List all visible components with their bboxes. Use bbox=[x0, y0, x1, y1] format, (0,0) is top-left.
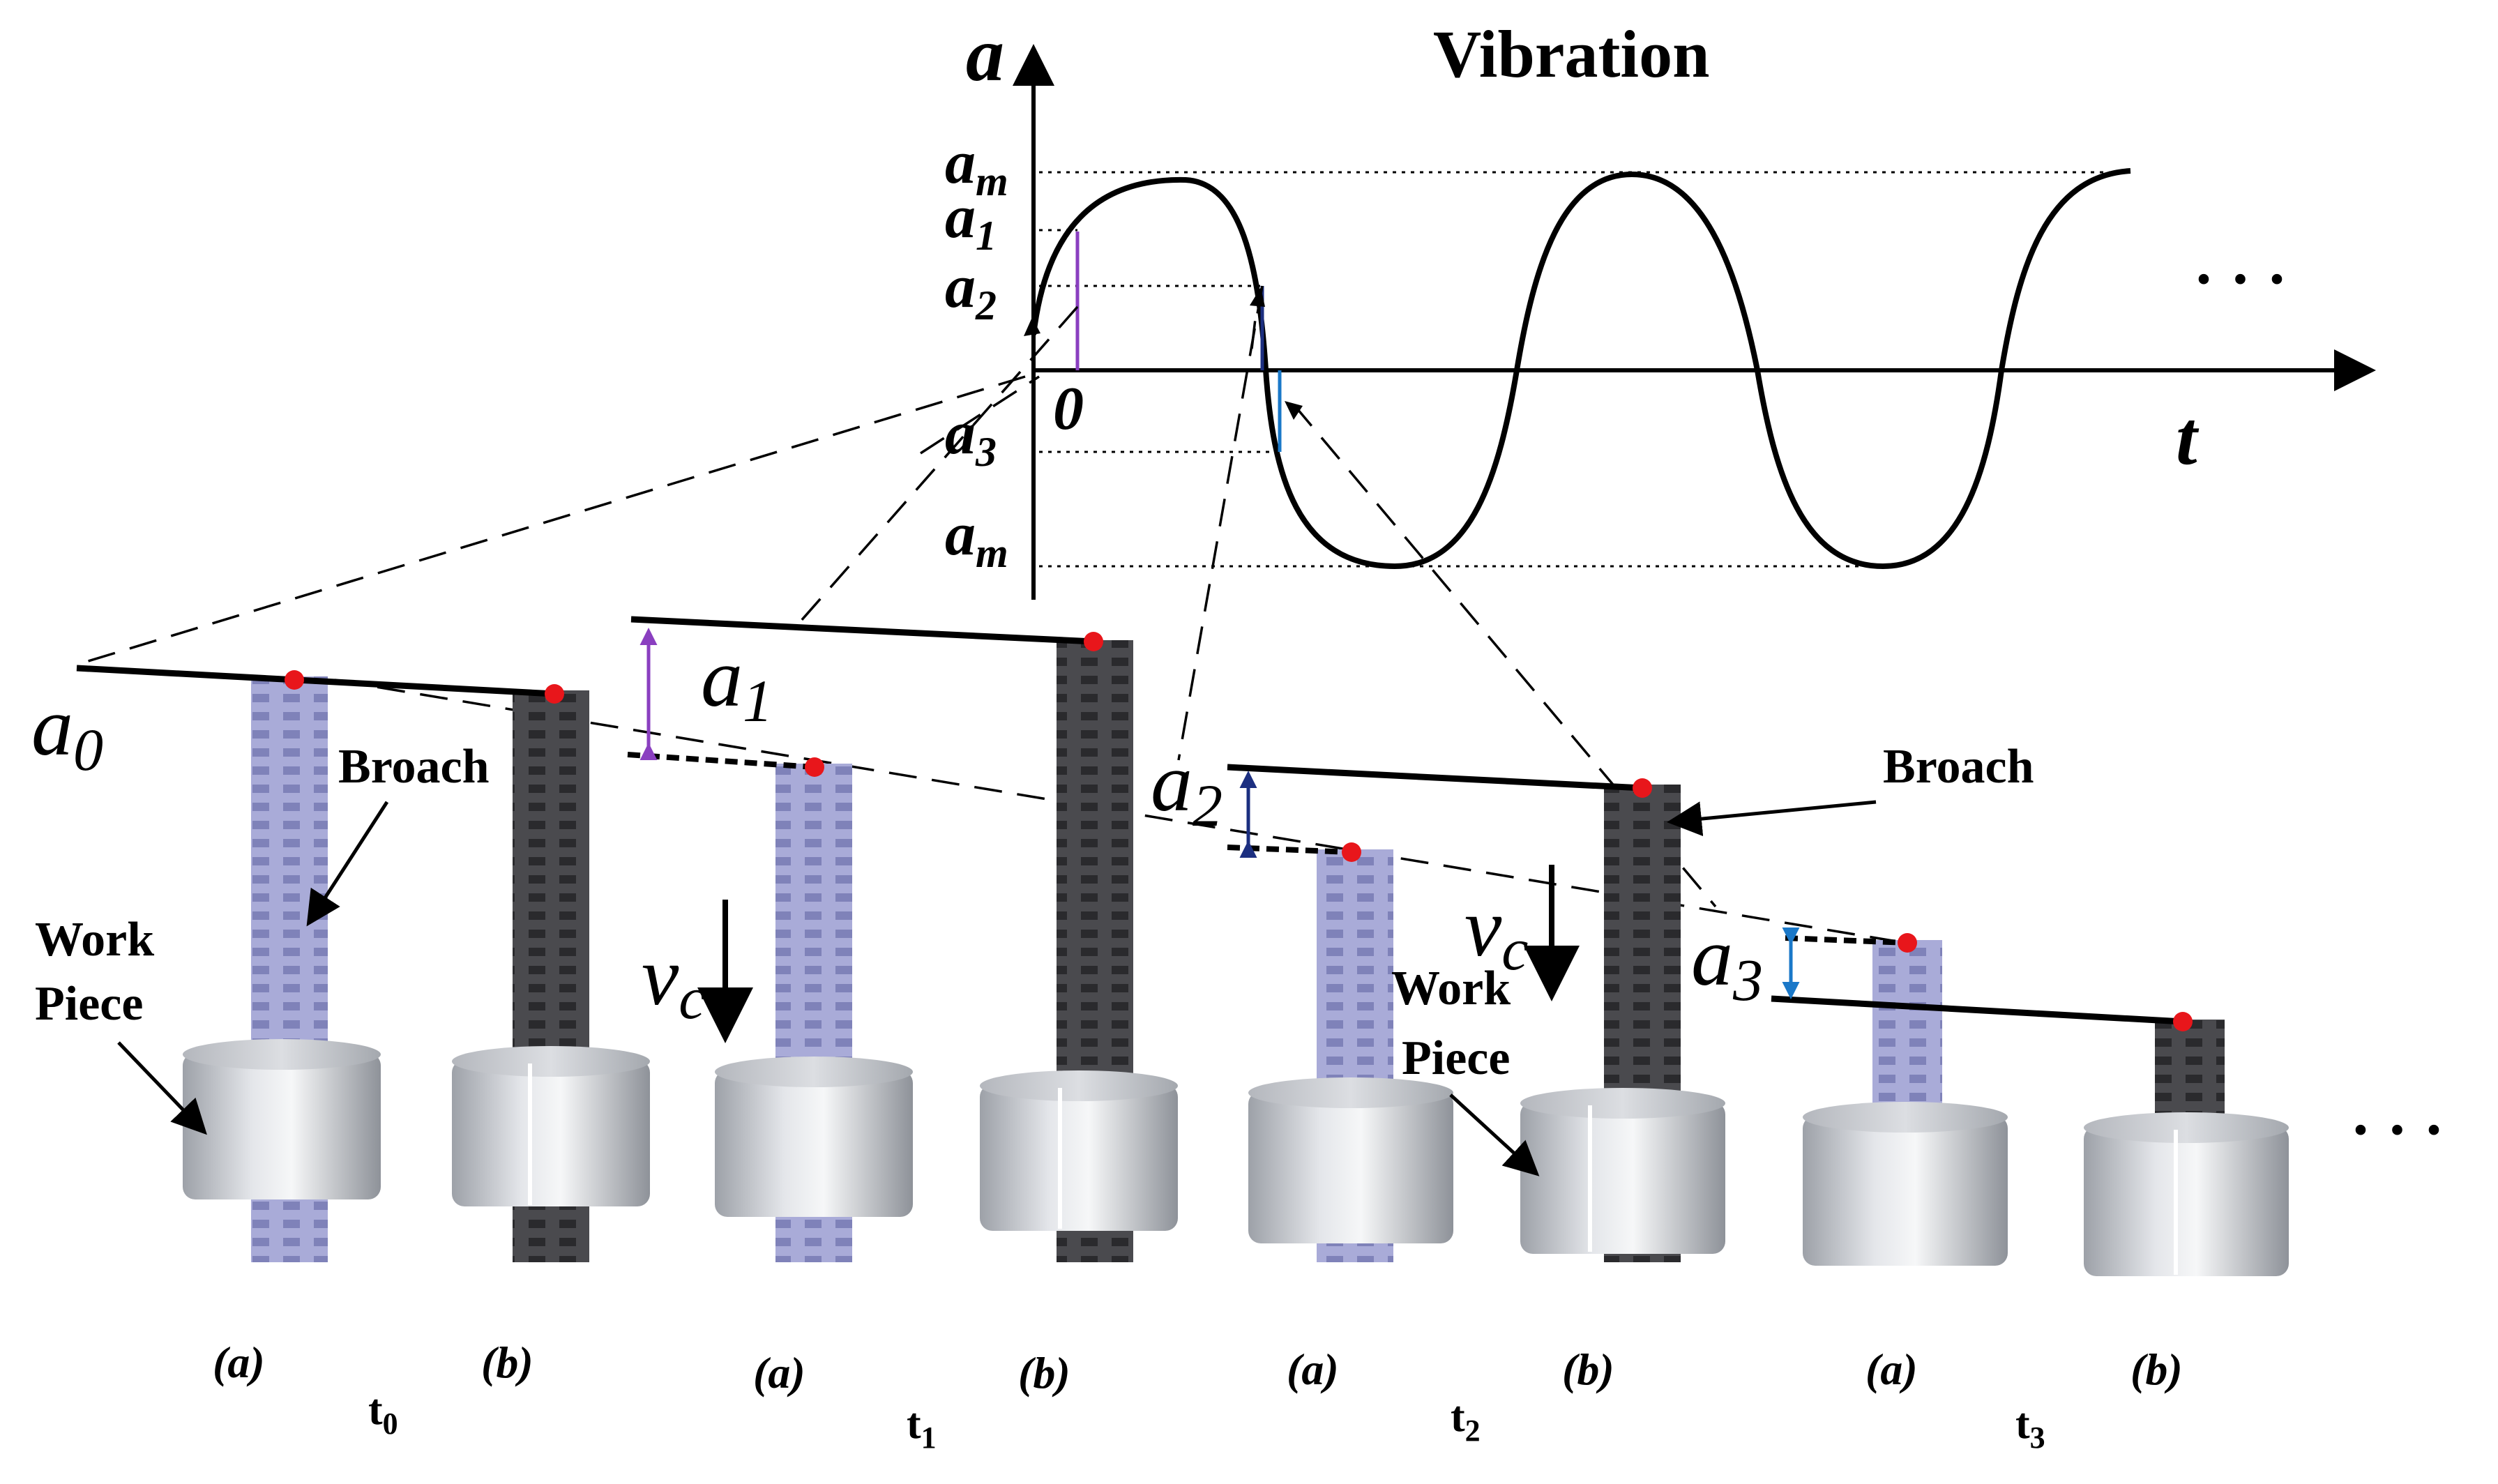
a0-label: a0 bbox=[31, 680, 103, 783]
level-label-a1: a1 bbox=[945, 183, 997, 259]
a1-label: a1 bbox=[701, 631, 773, 734]
caption-t1-b: (b) bbox=[1018, 1348, 1070, 1398]
tool-profile-t3-bottom bbox=[1771, 995, 2183, 1025]
y-axis-label: a bbox=[966, 12, 1004, 97]
workpiece-t3-a bbox=[1803, 1102, 2008, 1266]
caption-t0-a: (a) bbox=[213, 1338, 265, 1387]
workpiece-t0-a bbox=[183, 1039, 381, 1199]
tool-profile-t3-top bbox=[1785, 935, 1908, 946]
workpiece-arrow-right bbox=[1449, 1093, 1540, 1176]
caption-t2-b: (b) bbox=[1562, 1345, 1614, 1394]
time-t1: t1 bbox=[907, 1400, 937, 1455]
a3-label: a3 bbox=[1691, 910, 1763, 1013]
workpiece-label-right-line2: Piece bbox=[1402, 1031, 1510, 1085]
broach-label-left: Broach bbox=[338, 740, 490, 794]
cut-point-t0-a bbox=[285, 670, 304, 690]
workpiece-t2-b bbox=[1520, 1088, 1725, 1254]
level-label-am-top: am bbox=[945, 129, 1008, 204]
vibration-curve bbox=[1031, 168, 2131, 570]
cut-point-t3-b bbox=[2173, 1012, 2193, 1031]
caption-t3-a: (a) bbox=[1865, 1345, 1918, 1394]
workpiece-t1-a bbox=[715, 1057, 913, 1217]
caption-t1-a: (a) bbox=[753, 1348, 805, 1398]
stage-captions: (a) (b) t0 (a) (b) t1 (a) (b) t2 (a) (b)… bbox=[213, 1338, 2183, 1455]
projection-arrowhead-3 bbox=[1285, 401, 1303, 420]
workpiece-t0-b bbox=[452, 1046, 650, 1206]
level-label-am-bottom: am bbox=[945, 501, 1008, 576]
cut-point-t2-b bbox=[1633, 778, 1652, 798]
vc-label-left: vc bbox=[642, 930, 705, 1031]
caption-t3-b: (b) bbox=[2130, 1345, 2183, 1394]
workpiece-label-left-line2: Piece bbox=[35, 977, 143, 1031]
stage-t3 bbox=[1771, 927, 2289, 1276]
vc-label-right: vc bbox=[1464, 881, 1528, 983]
projection-t2 bbox=[1177, 285, 1264, 761]
tool-profile-t1-bottom bbox=[627, 752, 815, 770]
graph-continuation-dots: · · · bbox=[2193, 245, 2287, 314]
x-axis-label: t bbox=[2176, 395, 2200, 480]
time-t3: t3 bbox=[2015, 1400, 2045, 1455]
cut-point-t2-a bbox=[1342, 842, 1361, 862]
origin-label: 0 bbox=[1053, 375, 1084, 443]
workpiece-t1-b bbox=[980, 1070, 1178, 1231]
projection-arrowhead-2 bbox=[1250, 287, 1265, 307]
level-label-a3: a3 bbox=[945, 400, 997, 475]
workpiece-label-left-line1: Work bbox=[35, 913, 154, 967]
time-t0: t0 bbox=[368, 1386, 398, 1441]
broach-label-right: Broach bbox=[1883, 740, 2034, 794]
connector-a1-arrow bbox=[920, 375, 1040, 455]
vibration-graph: Vibration a t 0 am a1 a2 a3 am · · · bbox=[945, 12, 2376, 600]
stage-t2 bbox=[1227, 764, 1725, 1262]
projection-t1-left bbox=[794, 305, 1079, 629]
cut-point-t0-b bbox=[545, 684, 564, 704]
workpiece-arrow-left bbox=[117, 1041, 207, 1135]
bottom-continuation-dots: · · · bbox=[2350, 1096, 2444, 1165]
broach-arrow-left bbox=[306, 801, 389, 927]
graph-title: Vibration bbox=[1433, 17, 1709, 91]
cut-point-t1-b bbox=[1084, 632, 1103, 651]
tool-profile-t0 bbox=[76, 665, 555, 697]
projection-t0 bbox=[83, 375, 1026, 664]
cut-point-t3-a bbox=[1898, 933, 1917, 953]
time-t2: t2 bbox=[1451, 1393, 1481, 1448]
annotations: Broach Broach Work Piece Work Piece vc v… bbox=[31, 631, 2444, 1176]
caption-t2-a: (a) bbox=[1287, 1345, 1339, 1394]
projection-arrowhead-1 bbox=[1024, 317, 1040, 336]
tool-profile-t2-top bbox=[1227, 764, 1643, 792]
level-label-a2: a2 bbox=[945, 253, 997, 328]
cut-point-t1-a bbox=[805, 757, 824, 777]
tool-profile-t1-top bbox=[630, 616, 1094, 645]
stage-t0 bbox=[76, 665, 650, 1262]
workpiece-t3-b bbox=[2084, 1112, 2289, 1276]
broach-arrow-right bbox=[1667, 800, 1877, 837]
caption-t0-b: (b) bbox=[481, 1338, 533, 1387]
workpiece-t2-a bbox=[1248, 1077, 1453, 1243]
stage-t1 bbox=[627, 616, 1178, 1262]
a2-label: a2 bbox=[1151, 736, 1222, 839]
workpiece-label-right-line1: Work bbox=[1391, 962, 1511, 1015]
